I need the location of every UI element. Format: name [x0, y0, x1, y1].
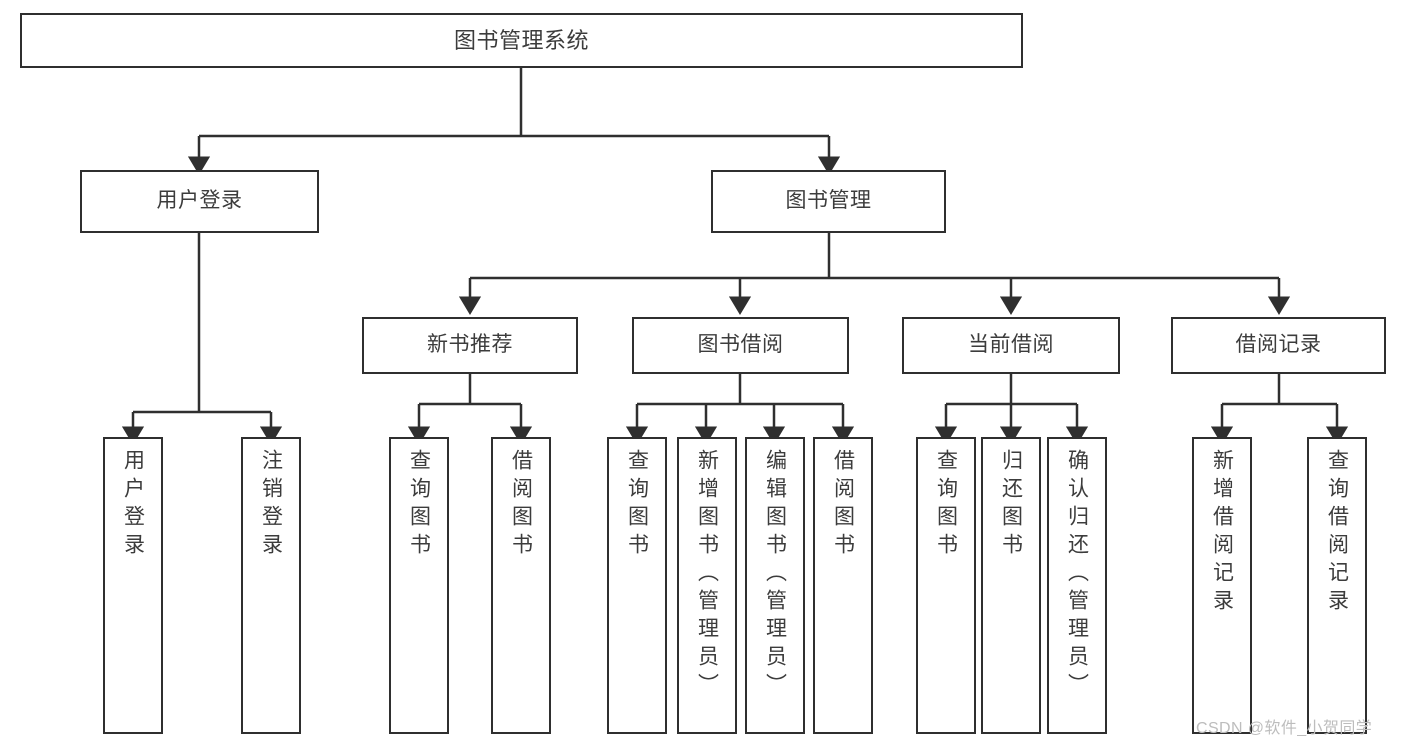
node-label: 查询图书 — [625, 449, 649, 561]
node-current-borrow[interactable]: 当前借阅 — [902, 317, 1120, 374]
node-label: 确认归还（管理员） — [1065, 449, 1089, 701]
node-book-borrow[interactable]: 图书借阅 — [632, 317, 849, 374]
node-leaf-borrow-book-recommend[interactable]: 借阅图书 — [491, 437, 551, 734]
node-label: 借阅图书 — [831, 449, 855, 561]
node-leaf-query-book-current[interactable]: 查询图书 — [916, 437, 976, 734]
node-user-login[interactable]: 用户登录 — [80, 170, 319, 233]
node-leaf-query-borrow-record[interactable]: 查询借阅记录 — [1307, 437, 1367, 734]
node-label: 新书推荐 — [427, 333, 513, 357]
node-label: 查询图书 — [934, 449, 958, 561]
node-leaf-logout-login[interactable]: 注销登录 — [241, 437, 301, 734]
node-label: 归还图书 — [999, 449, 1023, 561]
node-label: 新增图书（管理员） — [695, 449, 719, 701]
node-label: 借阅记录 — [1235, 333, 1322, 357]
node-label: 图书管理系统 — [453, 27, 589, 53]
node-label: 用户登录 — [156, 189, 243, 213]
node-label: 查询图书 — [407, 449, 431, 561]
node-leaf-query-book-recommend[interactable]: 查询图书 — [389, 437, 449, 734]
node-label: 借阅图书 — [509, 449, 533, 561]
node-leaf-user-login[interactable]: 用户登录 — [103, 437, 163, 734]
node-leaf-confirm-return[interactable]: 确认归还（管理员） — [1047, 437, 1107, 734]
node-label: 图书管理 — [785, 189, 872, 213]
node-root-system[interactable]: 图书管理系统 — [20, 13, 1023, 68]
node-book-management[interactable]: 图书管理 — [711, 170, 946, 233]
node-label: 注销登录 — [259, 449, 283, 561]
node-label: 图书借阅 — [697, 333, 784, 357]
node-new-book-recommend[interactable]: 新书推荐 — [362, 317, 578, 374]
node-borrow-record[interactable]: 借阅记录 — [1171, 317, 1386, 374]
node-leaf-borrow-book[interactable]: 借阅图书 — [813, 437, 873, 734]
csdn-watermark: CSDN @软件_小贺同学 — [1196, 720, 1373, 737]
node-leaf-edit-book[interactable]: 编辑图书（管理员） — [745, 437, 805, 734]
node-leaf-add-borrow-record[interactable]: 新增借阅记录 — [1192, 437, 1252, 734]
node-leaf-query-book-borrow[interactable]: 查询图书 — [607, 437, 667, 734]
node-leaf-return-book[interactable]: 归还图书 — [981, 437, 1041, 734]
node-label: 查询借阅记录 — [1325, 449, 1349, 617]
node-label: 编辑图书（管理员） — [763, 449, 787, 701]
node-label: 新增借阅记录 — [1210, 449, 1234, 617]
node-label: 当前借阅 — [968, 333, 1054, 357]
node-leaf-add-book[interactable]: 新增图书（管理员） — [677, 437, 737, 734]
node-label: 用户登录 — [121, 449, 145, 561]
